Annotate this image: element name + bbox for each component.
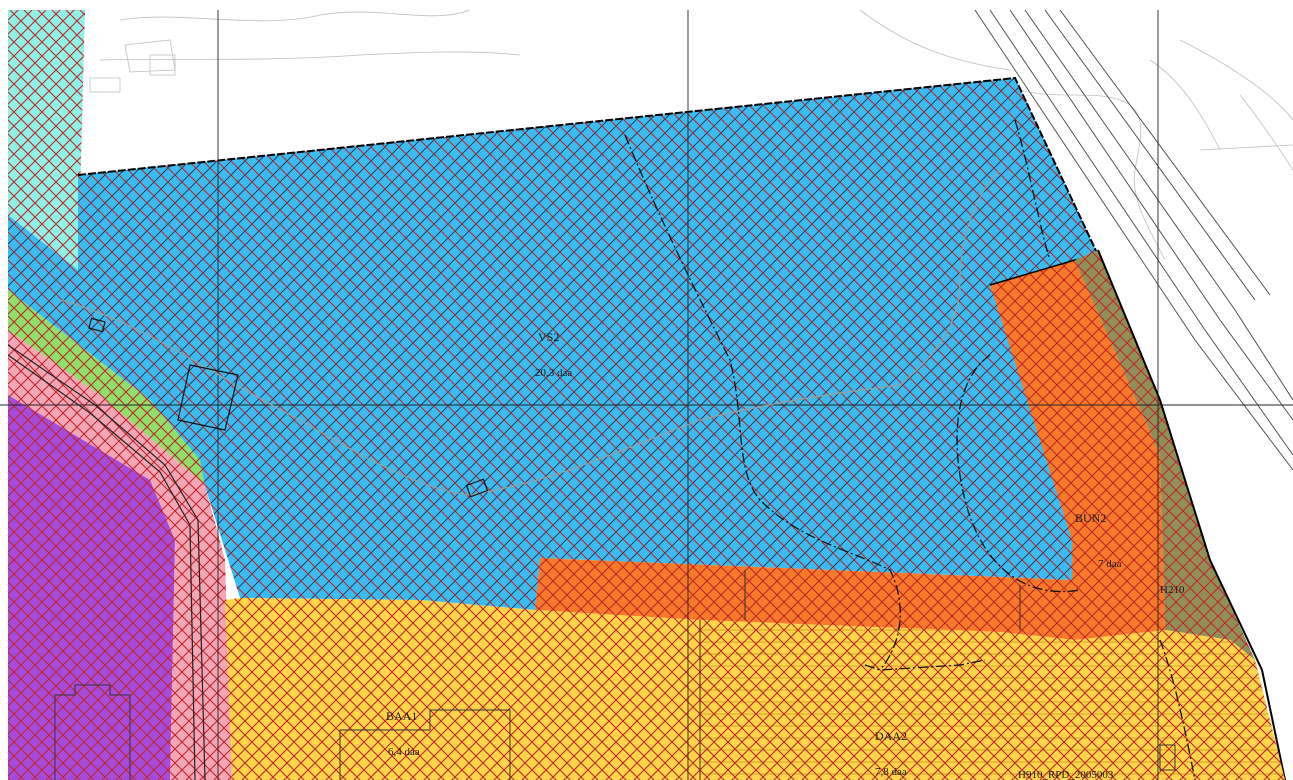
label-h210: H210 xyxy=(1160,584,1185,596)
zone-bun2-area: 7 daa xyxy=(1098,558,1122,570)
rail-lines xyxy=(974,9,1293,471)
map-grid xyxy=(0,10,1293,780)
label-h910: H910_RPD_2005003 xyxy=(1018,769,1114,780)
zone-vs2-area: 20,3 daa xyxy=(535,367,572,379)
footpath-lines xyxy=(59,169,1001,496)
zone-baa1-area: 6,4 daa xyxy=(388,746,420,758)
base-map-lines xyxy=(89,9,1293,261)
building-outlines xyxy=(88,317,489,498)
zone-vs2-code: VS2 xyxy=(538,330,559,344)
zone-daa2-area: 7,8 daa xyxy=(875,766,907,778)
zone-bun2-code: BUN2 xyxy=(1075,511,1106,525)
zone-daa2-code: DAA2 xyxy=(875,729,907,743)
zone-baa1-code: BAA1 xyxy=(386,709,417,723)
dash-dot-lines xyxy=(624,119,1196,780)
